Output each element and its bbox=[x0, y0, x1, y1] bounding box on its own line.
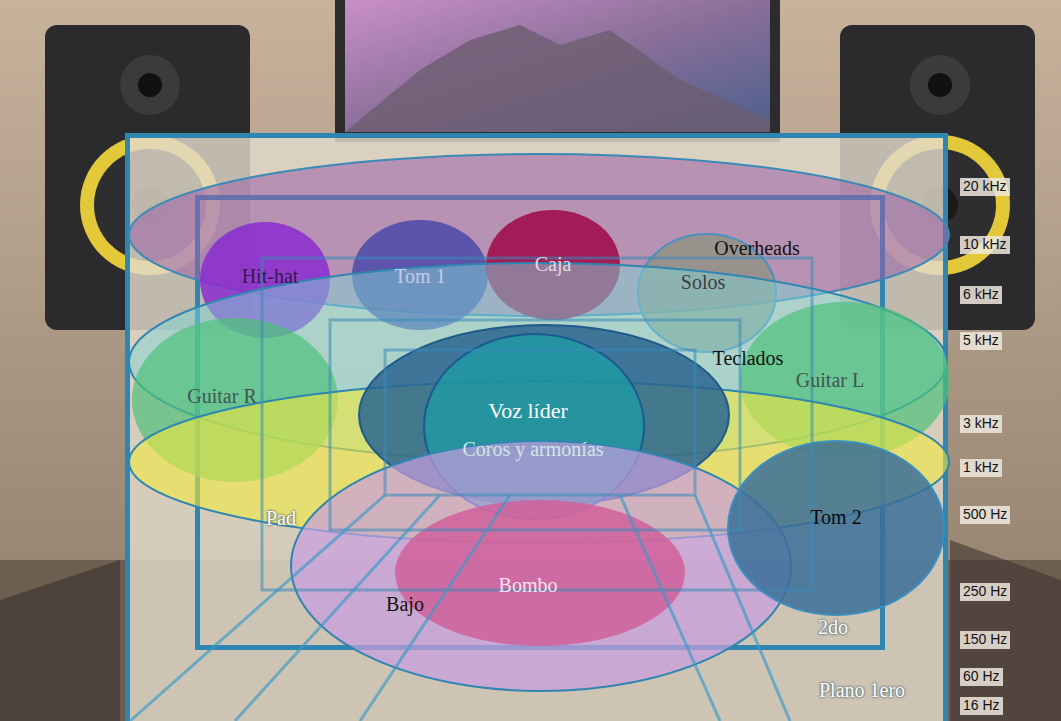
frequency-label: 500 Hz bbox=[960, 506, 1010, 523]
frequency-label: 60 Hz bbox=[960, 668, 1003, 685]
instrument-label: Overheads bbox=[714, 237, 800, 259]
frequency-label: 5 kHz bbox=[960, 332, 1002, 349]
depth-plane-frame: Plano 1ero 2do OverheadsHit-hat Tom 1 CajaSo… bbox=[125, 133, 948, 721]
frequency-label: 20 kHz bbox=[960, 178, 1010, 195]
frequency-label: 250 Hz bbox=[960, 583, 1010, 600]
instrument-label: Plano 1ero bbox=[819, 679, 905, 701]
frequency-label: 16 Hz bbox=[960, 697, 1003, 714]
frequency-label: 6 kHz bbox=[960, 286, 1002, 303]
shape-outline bbox=[395, 500, 685, 646]
frequency-label: 150 Hz bbox=[960, 631, 1010, 648]
instrument-label: Bombo bbox=[499, 574, 558, 596]
instrument-label: Tom 1 bbox=[394, 265, 445, 287]
frequency-label: 3 kHz bbox=[960, 415, 1002, 432]
instrument-label: Caja bbox=[535, 253, 572, 275]
instrument-label: Solos bbox=[681, 271, 725, 293]
instrument-label: Coros y armonías bbox=[462, 438, 603, 460]
instrument-label: 2do bbox=[818, 616, 848, 638]
instrument-label: Teclados bbox=[713, 347, 784, 369]
instrument-label: Bajo bbox=[386, 593, 424, 615]
instrument-label: Tom 2 bbox=[810, 506, 861, 528]
instrument-label: Guitar R bbox=[187, 385, 256, 407]
instrument-ellipse: Bombo bbox=[395, 500, 685, 646]
instrument-label: Hit-hat bbox=[242, 265, 299, 287]
instrument-label: Voz líder bbox=[488, 399, 568, 423]
instrument-label: Pad bbox=[266, 507, 296, 529]
frequency-label: 1 kHz bbox=[960, 459, 1002, 476]
frequency-label: 10 kHz bbox=[960, 236, 1010, 253]
instrument-label: Guitar L bbox=[796, 369, 864, 391]
